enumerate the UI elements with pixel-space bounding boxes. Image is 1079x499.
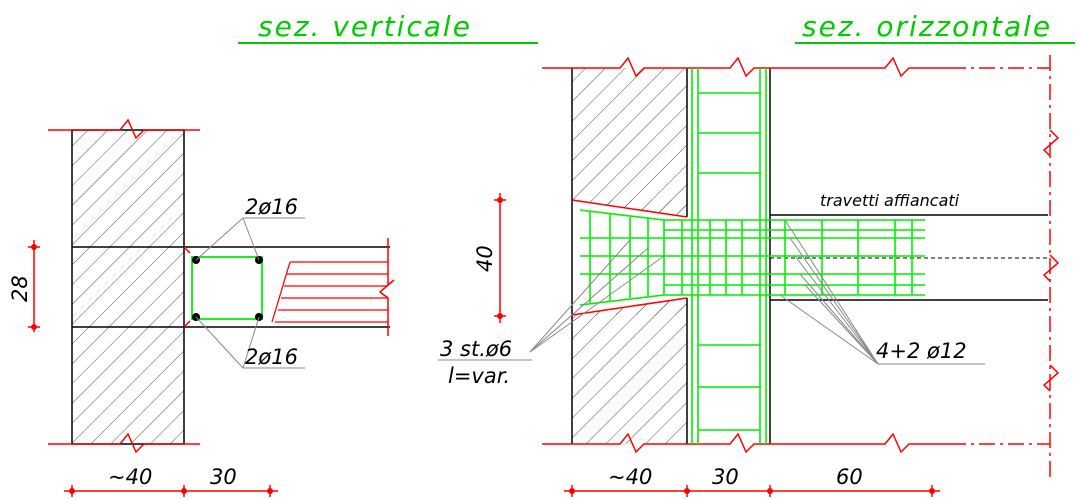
horizontal-section: 3 st.ø6 l=var. 4+2 ø12 travetti affianca… [438,55,1060,497]
label-height-28: 28 [8,275,32,302]
horizontal-bars [579,209,925,306]
leaders-stirrups [438,239,665,361]
wall-hatch-bottom [72,327,184,444]
title-horizontal-text: sez. orizzontale [802,10,1052,43]
label-stirrups-1: 3 st.ø6 [440,337,512,361]
label-rebar-bottom: 2ø16 [245,345,298,369]
wall-hatch-lower [572,298,687,444]
leaders-bars [779,219,985,365]
dim-left-wall: ~40 [108,465,152,489]
wall-outline [71,129,185,445]
dim-right-slab: 60 [836,465,863,489]
label-bars: 4+2 ø12 [876,339,967,363]
stirrup-vertical [191,256,263,320]
cut-line-top [48,118,200,140]
dimension-28: 28 [8,240,40,332]
cut-line-bottom-right [542,432,950,454]
joist-lines-left [271,261,388,323]
title-vertical-section: sez. verticale [238,10,538,44]
wall-hatch-upper [572,68,687,217]
title-vertical-text: sez. verticale [258,10,472,43]
label-rebar-top: 2ø16 [245,195,298,219]
dimension-row-right: ~40 30 60 [564,465,940,497]
label-stirrups-2: l=var. [448,364,510,388]
label-joists: travetti affiancati [820,191,960,210]
wall-hatch-middle [72,247,184,327]
dim-right-beam: 30 [712,465,739,489]
title-horizontal-section: sez. orizzontale [795,10,1075,44]
dim-left-beam: 30 [210,465,237,489]
cut-line-bottom [48,432,200,454]
cut-line-top-right [542,56,950,78]
dimension-40: 40 [473,193,506,323]
dimension-row-left: ~40 30 [64,465,278,497]
leaders-vertical [195,217,305,369]
label-height-40: 40 [473,245,497,272]
cut-line-beam [378,238,395,336]
wall-hatch-top [72,130,184,247]
vertical-section: 2ø16 2ø16 28 ~40 30 [8,118,395,497]
dim-right-wall: ~40 [608,465,652,489]
